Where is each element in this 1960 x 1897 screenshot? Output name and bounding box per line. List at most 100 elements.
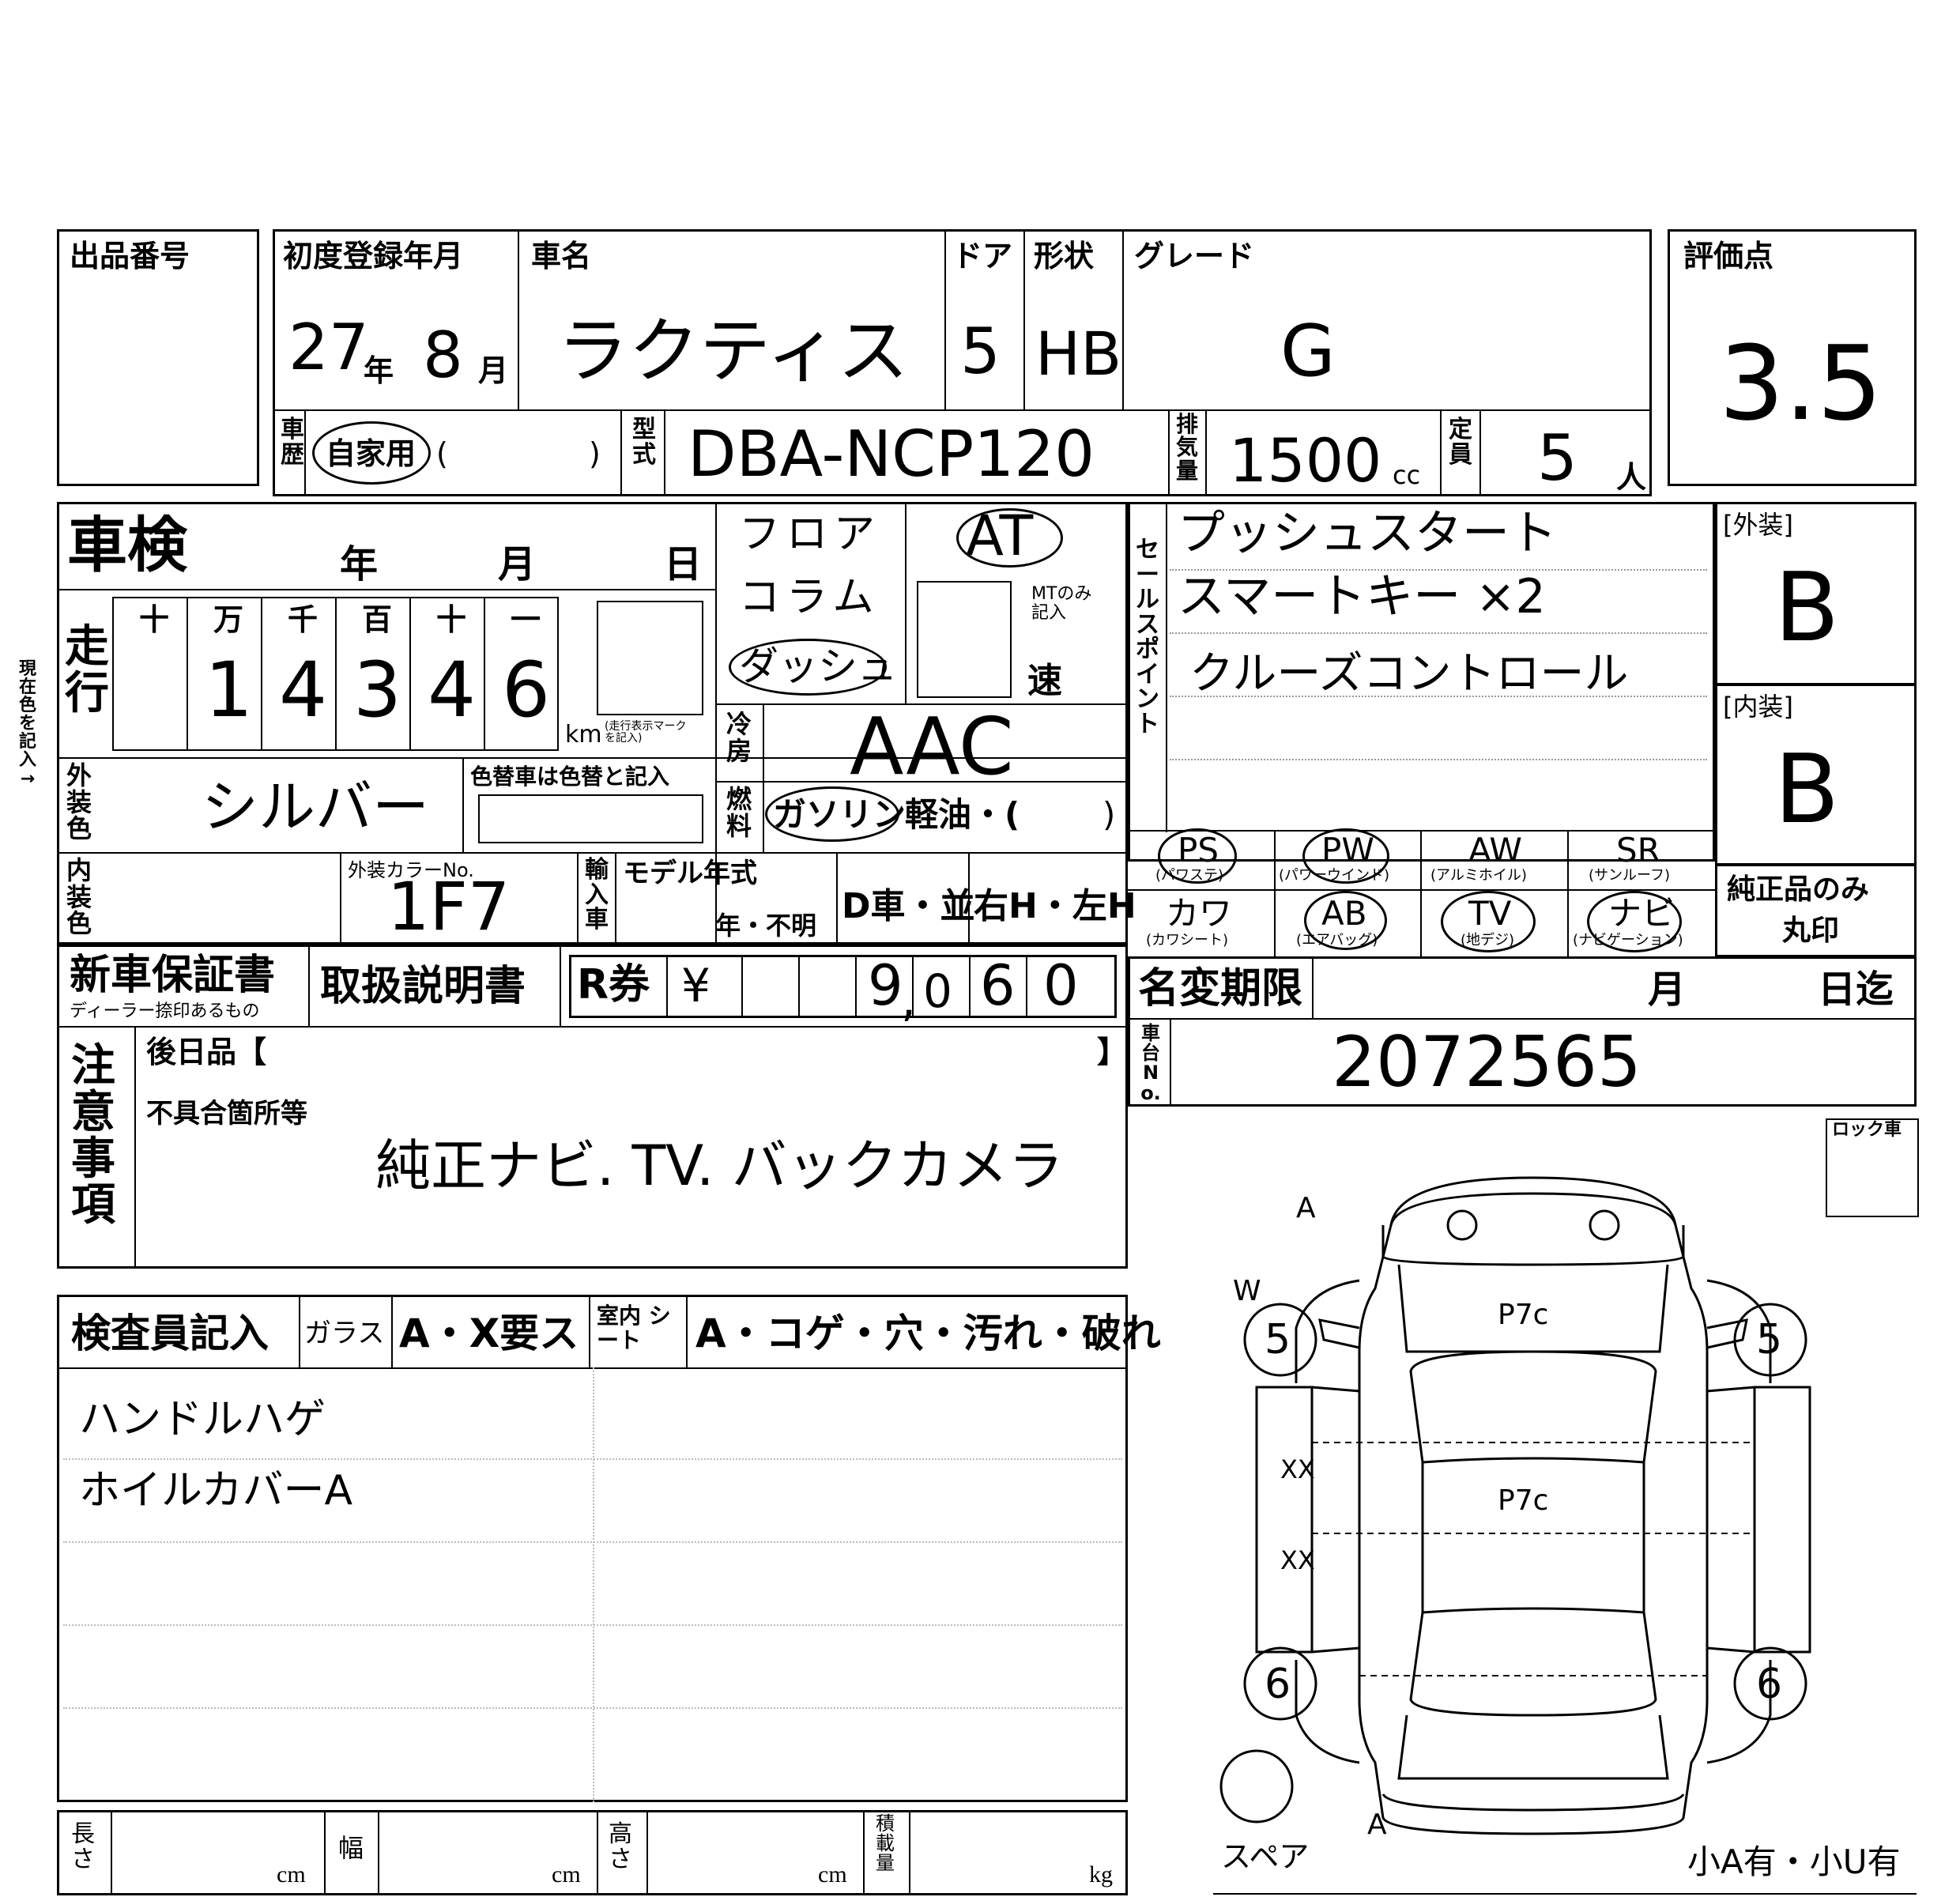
equip-navi-circle bbox=[1587, 891, 1682, 952]
defect-value: 純正ナビ. TV. バックカメラ bbox=[375, 1133, 1064, 1198]
recycle-comma: , bbox=[901, 972, 917, 1028]
rear-window bbox=[1409, 1607, 1657, 1717]
sales-point-line-2: クルーズコントロール bbox=[1189, 648, 1629, 700]
aircon-label: 冷房 bbox=[726, 709, 752, 766]
front-bumper bbox=[1381, 1225, 1685, 1266]
warranty-notes-box bbox=[57, 945, 1128, 1269]
shaken-label: 車検 bbox=[67, 510, 187, 580]
displacement-label: 排気量 bbox=[1175, 411, 1198, 484]
score-box bbox=[1668, 229, 1917, 486]
shift-dash: ダッシュ bbox=[739, 643, 897, 689]
headlight-right bbox=[1589, 1209, 1620, 1241]
dim-height-unit: cm bbox=[818, 1861, 847, 1888]
dimensions-box bbox=[57, 1810, 1128, 1895]
wheel-arch-front-right bbox=[1706, 1279, 1772, 1383]
history-paren-close: ) bbox=[589, 436, 601, 471]
defect-label: 不具合箇所等 bbox=[146, 1098, 307, 1130]
mileage-km: km bbox=[565, 721, 602, 749]
recycle-yen: ¥ bbox=[681, 959, 710, 1013]
dim-load-unit: kg bbox=[1089, 1861, 1113, 1888]
windshield bbox=[1409, 1350, 1657, 1464]
sales-point-line-0: プッシュスタート bbox=[1178, 506, 1557, 561]
color-no-label: 外装カラーNo. bbox=[348, 859, 474, 881]
displacement-unit: cc bbox=[1393, 460, 1421, 490]
speed-label: 速 bbox=[1027, 661, 1062, 701]
equip-pw-circle bbox=[1302, 828, 1389, 884]
dim-height-label: 高さ bbox=[609, 1820, 632, 1873]
headlight-left bbox=[1446, 1209, 1478, 1241]
spare-tire bbox=[1219, 1749, 1294, 1823]
interior-label: 内装色 bbox=[66, 855, 92, 939]
manual-label: 取扱説明書 bbox=[320, 963, 526, 1010]
equip-kawa: カワ bbox=[1166, 894, 1233, 933]
repaint-box bbox=[478, 794, 703, 843]
mileage-side-note: 現在色を記入→ bbox=[18, 659, 36, 789]
shaken-mileage-box bbox=[57, 502, 1128, 945]
dim-length-unit: cm bbox=[277, 1861, 306, 1888]
odometer-digit-5: 6 bbox=[502, 646, 551, 734]
odometer-unit-2: 千 bbox=[288, 602, 318, 637]
mark-wheel-rl: 6 bbox=[1265, 1661, 1291, 1708]
vehicle-info-box bbox=[273, 229, 1652, 496]
name-change-month: 月 bbox=[1648, 967, 1687, 1012]
tools-label: 小A有・小U有 bbox=[1687, 1842, 1901, 1881]
wheel-rear-right bbox=[1733, 1646, 1807, 1721]
equip-aw-desc: (アルミホイル) bbox=[1430, 867, 1527, 884]
odometer-unit-5: 一 bbox=[511, 602, 541, 637]
shift-at-circle bbox=[956, 508, 1063, 568]
mileage-label: 走行 bbox=[65, 621, 109, 719]
lock-box bbox=[1826, 1118, 1919, 1217]
equip-tv-circle bbox=[1441, 891, 1536, 952]
score-label: 評価点 bbox=[1683, 239, 1774, 273]
mark-front-a: A bbox=[1296, 1192, 1316, 1224]
name-change-box bbox=[1128, 956, 1917, 1107]
wheel-front-right bbox=[1733, 1303, 1807, 1377]
shift-column: コラム bbox=[739, 574, 880, 621]
fuel-gas-circle bbox=[765, 786, 899, 842]
model-year-label: モデル年式 bbox=[623, 858, 757, 889]
mileage-km-note: (走行表示マーク を記入) bbox=[605, 720, 687, 745]
equip-ab: AB bbox=[1321, 894, 1367, 933]
mt-note: MTのみ 記入 bbox=[1031, 584, 1092, 624]
mark-wheel-fl: 5 bbox=[1265, 1316, 1291, 1363]
interior-seat-value: A・コゲ・穴・汚れ・破れ bbox=[695, 1311, 1161, 1356]
odometer-digit-2: 4 bbox=[279, 646, 328, 734]
equip-ab-desc: (エアバッグ) bbox=[1296, 932, 1378, 948]
mark-wheel-fr: 5 bbox=[1756, 1316, 1782, 1363]
inspector-comment-1: ホイルカバーA bbox=[79, 1467, 353, 1514]
model-code-value: DBA-NCP120 bbox=[688, 417, 1095, 491]
shift-at: AT bbox=[966, 503, 1034, 568]
shape-label: 形状 bbox=[1034, 239, 1095, 273]
reg-label: 初度登録年月 bbox=[283, 239, 464, 273]
door-value: 5 bbox=[960, 315, 1001, 388]
shaken-month: 月 bbox=[498, 542, 537, 586]
history-label: 車歴 bbox=[281, 416, 304, 469]
equip-ps-desc: (パワステ) bbox=[1155, 867, 1224, 884]
equip-navi-desc: (ナビゲーション) bbox=[1573, 932, 1683, 948]
spare-label: スペア bbox=[1221, 1839, 1310, 1874]
equip-pw: PW bbox=[1321, 831, 1374, 869]
equip-sr-desc: (サンルーフ) bbox=[1589, 867, 1670, 884]
reg-month: 8 bbox=[423, 319, 463, 392]
recycle-digit-4: 6 bbox=[980, 953, 1016, 1018]
equip-navi: ナビ bbox=[1608, 894, 1675, 933]
car-damage-diagram: A W 5 5 P7c XX P7c XX 6 6 A bbox=[1219, 1176, 1811, 1841]
genuine-line1: 純正品のみ bbox=[1727, 873, 1870, 906]
equip-tv-desc: (地デジ) bbox=[1461, 932, 1515, 948]
lock-label: ロック車 bbox=[1832, 1120, 1902, 1140]
dealer-label: D車・並 bbox=[842, 886, 975, 926]
wheel-arch-rear-right bbox=[1706, 1660, 1772, 1764]
aircon-value: AAC bbox=[850, 700, 1014, 793]
mark-wheel-rr: 6 bbox=[1756, 1661, 1782, 1708]
warranty-sub: ディーラー捺印あるもの bbox=[70, 1001, 260, 1021]
sales-point-label: セールスポイント bbox=[1136, 536, 1159, 738]
inspector-box bbox=[57, 1295, 1128, 1802]
history-circle bbox=[312, 421, 431, 485]
equip-ab-circle bbox=[1304, 891, 1387, 950]
listing-label: 出品番号 bbox=[70, 239, 190, 273]
genuine-line2: 丸印 bbox=[1782, 915, 1840, 947]
recycle-box bbox=[569, 955, 1117, 1018]
odometer-unit-4: 十 bbox=[436, 602, 467, 637]
inspector-comment-0: ハンドルハゲ bbox=[79, 1396, 326, 1443]
recycle-digit-5: 0 bbox=[1043, 953, 1079, 1018]
